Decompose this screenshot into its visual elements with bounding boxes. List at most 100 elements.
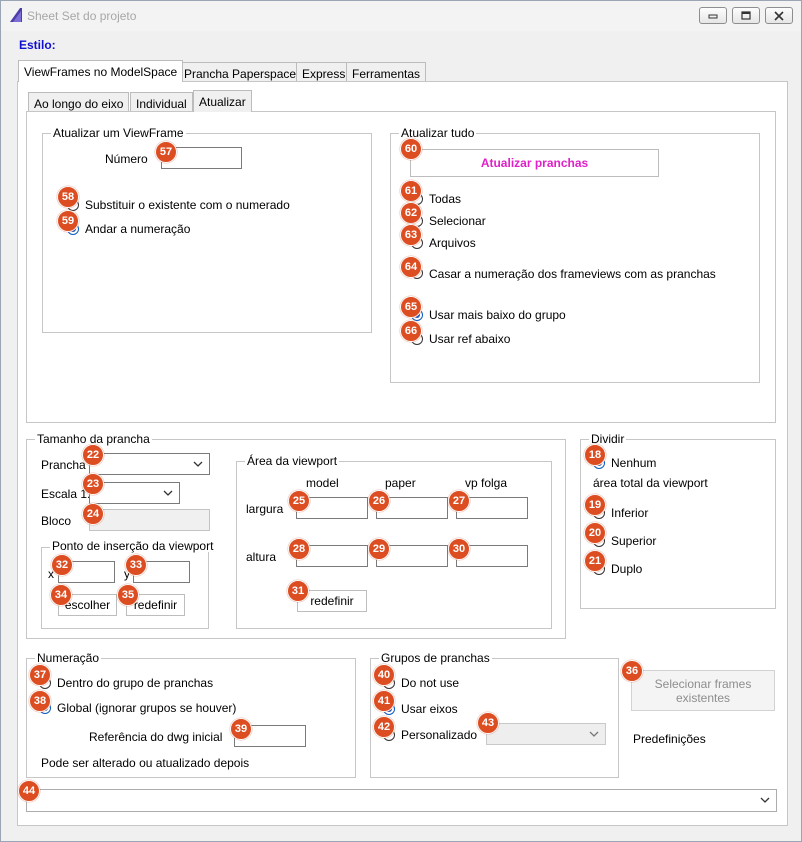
scale-select[interactable] bbox=[89, 482, 180, 504]
close-button[interactable] bbox=[765, 7, 793, 24]
maximize-button[interactable] bbox=[732, 7, 760, 24]
sheet-label: Prancha bbox=[41, 458, 86, 472]
divide-none-label: Nenhum bbox=[611, 456, 657, 470]
annotation-badge: 33 bbox=[125, 554, 147, 576]
insertion-point-group: Ponto de inserção da viewport bbox=[41, 540, 216, 629]
annotation-badge: 27 bbox=[448, 490, 470, 512]
app-logo-icon bbox=[10, 8, 22, 22]
viewport-area-group: Área da viewport bbox=[236, 454, 552, 629]
annotation-badge: 64 bbox=[400, 256, 422, 278]
presets-label: Predefinições bbox=[633, 732, 706, 746]
groups-custom-label: Personalizado bbox=[401, 728, 478, 742]
block-label: Bloco bbox=[41, 514, 72, 528]
select-label: Selecionar bbox=[429, 214, 486, 228]
reset-viewport-button[interactable]: redefinir bbox=[297, 590, 367, 612]
chevron-down-icon bbox=[163, 490, 173, 496]
within-group-label: Dentro do grupo de pranchas bbox=[57, 676, 214, 690]
annotation-badge: 65 bbox=[400, 296, 422, 318]
use-lowest-label: Usar mais baixo do grupo bbox=[429, 308, 566, 322]
select-existing-frames-button[interactable]: Selecionar frames existentes bbox=[631, 670, 775, 711]
divide-subtitle: área total da viewport bbox=[593, 476, 708, 490]
width-label: largura bbox=[246, 502, 284, 516]
annotation-badge: 61 bbox=[400, 180, 422, 202]
column-vp-label: vp folga bbox=[465, 476, 508, 490]
annotation-badge: 41 bbox=[373, 690, 395, 712]
numbering-group: Numeração bbox=[26, 651, 356, 778]
update-all-group: Atualizar tudo bbox=[390, 126, 760, 383]
tab-viewframes-modelspace[interactable]: ViewFrames no ModelSpace bbox=[18, 60, 184, 82]
groups-none-label: Do not use bbox=[401, 676, 460, 690]
chevron-down-icon bbox=[193, 461, 203, 467]
groups-axes-label: Usar eixos bbox=[401, 702, 458, 716]
numbering-note: Pode ser alterado ou atualizado depois bbox=[41, 756, 250, 770]
tab-prancha-paperspace[interactable]: Prancha Paperspace bbox=[178, 62, 303, 82]
tab-atualizar[interactable]: Atualizar bbox=[193, 90, 252, 112]
column-model-label: model bbox=[306, 476, 339, 490]
annotation-badge: 29 bbox=[368, 538, 390, 560]
annotation-badge: 31 bbox=[287, 580, 309, 602]
annotation-badge: 42 bbox=[373, 716, 395, 738]
divide-title: Dividir bbox=[589, 432, 627, 446]
window-title: Sheet Set do projeto bbox=[27, 9, 137, 23]
divide-double-label: Duplo bbox=[611, 562, 643, 576]
annotation-badge: 18 bbox=[584, 444, 606, 466]
annotation-badge: 57 bbox=[155, 141, 177, 163]
title-bar: Sheet Set do projeto bbox=[1, 1, 801, 31]
walk-numbering-label: Andar a numeração bbox=[85, 222, 191, 236]
annotation-badge: 20 bbox=[584, 522, 606, 544]
insertion-point-title: Ponto de inserção da viewport bbox=[50, 539, 216, 553]
viewport-area-title: Área da viewport bbox=[245, 454, 340, 468]
annotation-badge: 43 bbox=[477, 712, 499, 734]
match-numbering-label: Casar a numeração dos frameviews com as … bbox=[429, 267, 716, 281]
tab-ao-longo-do-eixo[interactable]: Ao longo do eixo bbox=[28, 92, 130, 112]
use-ref-label: Usar ref abaixo bbox=[429, 332, 511, 346]
sheet-groups-group: Grupos de pranchas bbox=[370, 651, 619, 778]
tab-individual[interactable]: Individual bbox=[130, 92, 193, 112]
files-label: Arquivos bbox=[429, 236, 476, 250]
annotation-badge: 44 bbox=[18, 780, 40, 802]
update-one-title: Atualizar um ViewFrame bbox=[51, 126, 186, 140]
annotation-badge: 36 bbox=[621, 660, 643, 682]
annotation-badge: 26 bbox=[368, 490, 390, 512]
block-input[interactable] bbox=[89, 509, 210, 531]
annotation-badge: 28 bbox=[288, 538, 310, 560]
pick-point-button[interactable]: escolher bbox=[58, 594, 117, 616]
annotation-badge: 59 bbox=[57, 210, 79, 232]
presets-select[interactable] bbox=[26, 789, 777, 812]
sheet-select[interactable] bbox=[89, 453, 210, 475]
annotation-badge: 58 bbox=[57, 186, 79, 208]
height-label: altura bbox=[246, 550, 277, 564]
maximize-icon bbox=[741, 10, 751, 20]
numbering-title: Numeração bbox=[35, 651, 102, 665]
close-icon bbox=[774, 10, 784, 21]
custom-groups-select[interactable] bbox=[486, 723, 606, 745]
divide-group: Dividir bbox=[580, 432, 776, 609]
annotation-badge: 60 bbox=[400, 138, 422, 160]
minimize-button[interactable] bbox=[699, 7, 727, 24]
all-label: Todas bbox=[429, 192, 462, 206]
tab-ferramentas[interactable]: Ferramentas bbox=[346, 62, 427, 82]
style-label: Estilo: bbox=[19, 38, 56, 52]
annotation-badge: 34 bbox=[50, 584, 72, 606]
annotation-badge: 66 bbox=[400, 320, 422, 342]
x-label: x bbox=[48, 567, 54, 581]
column-paper-label: paper bbox=[385, 476, 416, 490]
annotation-badge: 63 bbox=[400, 224, 422, 246]
annotation-badge: 32 bbox=[51, 554, 73, 576]
reset-insertion-button[interactable]: redefinir bbox=[126, 594, 185, 616]
annotation-badge: 40 bbox=[373, 664, 395, 686]
scale-label: Escala 1: bbox=[41, 487, 91, 501]
update-sheets-button[interactable]: Atualizar pranchas bbox=[410, 149, 659, 177]
chevron-down-icon bbox=[589, 731, 599, 737]
divide-lower-label: Inferior bbox=[611, 506, 649, 520]
annotation-badge: 19 bbox=[584, 494, 606, 516]
tab-express[interactable]: Express bbox=[296, 62, 352, 82]
annotation-badge: 21 bbox=[584, 550, 606, 572]
annotation-badge: 37 bbox=[29, 664, 51, 686]
annotation-badge: 39 bbox=[230, 718, 252, 740]
divide-upper-label: Superior bbox=[611, 534, 657, 548]
sheet-groups-title: Grupos de pranchas bbox=[379, 651, 492, 665]
sheet-size-group: Tamanho da prancha bbox=[26, 432, 566, 639]
update-one-group: Atualizar um ViewFrame bbox=[42, 126, 372, 333]
